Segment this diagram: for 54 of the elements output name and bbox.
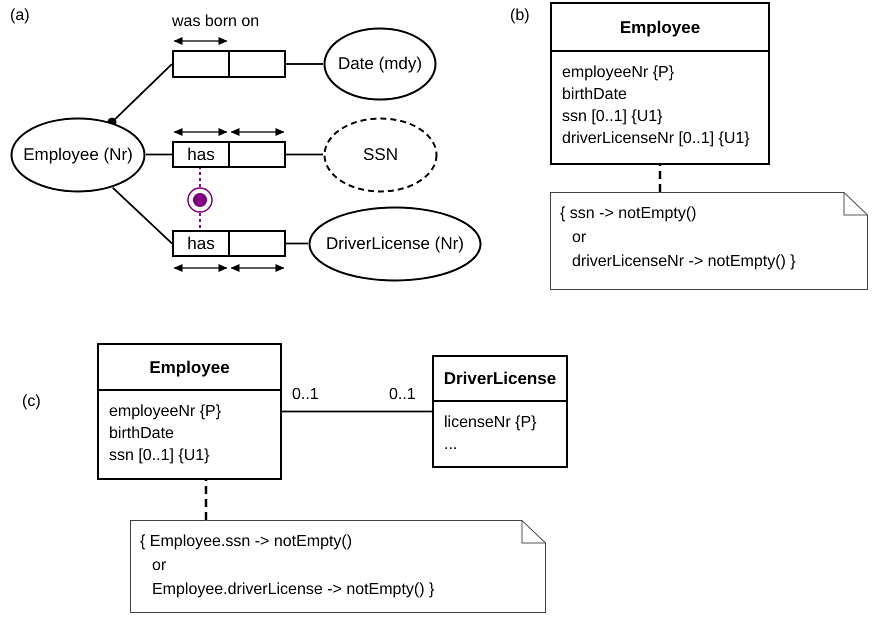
attribute-text: ssn [0..1] {U1} <box>562 107 664 127</box>
node-label: SSN <box>362 144 399 166</box>
connector-line <box>658 165 662 192</box>
constraint-text: { Employee.ssn -> notEmpty() <box>140 532 354 552</box>
note-box <box>130 520 546 613</box>
class-name: DriverLicense <box>444 370 556 387</box>
connector-line <box>204 480 208 520</box>
attribute-text: employeeNr {P} <box>109 402 222 422</box>
role-text: has <box>187 235 215 252</box>
node-label: Date (mdy) <box>336 53 424 75</box>
attribute-text: driverLicenseNr [0..1] {U1} <box>562 129 751 149</box>
connector-line <box>112 187 173 244</box>
connector-line <box>286 63 323 65</box>
connector-line <box>282 410 432 412</box>
attribute-text: ssn [0..1] {U1} <box>109 446 211 466</box>
connector-line <box>286 242 308 244</box>
class-box <box>550 2 770 165</box>
fact-type-box <box>172 141 286 168</box>
constraint-text: { ssn -> notEmpty() <box>560 204 698 224</box>
class-box <box>97 343 282 480</box>
connector-line <box>286 154 323 156</box>
fact-type-box <box>172 50 286 78</box>
value-type-ellipse <box>323 27 437 101</box>
connector-line <box>199 168 201 187</box>
constraint-text: driverLicenseNr -> notEmpty() } <box>571 252 797 272</box>
connector-line <box>199 213 201 230</box>
constraint-circle <box>187 187 213 213</box>
constraint-text: Employee.driverLicense -> notEmpty() } <box>151 580 436 600</box>
attribute-text: ... <box>444 435 458 455</box>
attribute-text: employeeNr {P} <box>562 63 676 83</box>
predicate-reading: was born on <box>172 12 260 32</box>
panel-label: (c) <box>22 392 41 412</box>
fact-type-box <box>172 230 286 257</box>
connector-line <box>108 63 173 127</box>
entity-type-ellipse <box>10 117 146 193</box>
multiplicity-label: 0..1 <box>292 385 319 405</box>
class-box <box>432 355 568 468</box>
node-label: Employee (Nr) <box>22 144 134 166</box>
constraint-text: or <box>151 556 168 576</box>
class-name: Employee <box>149 358 230 376</box>
panel-label: (a) <box>10 6 30 26</box>
role-text: has <box>187 146 215 163</box>
entity-type-ellipse <box>308 206 482 282</box>
attribute-text: birthDate <box>109 424 175 444</box>
connector-line <box>146 154 172 156</box>
node-label: DriverLicense (Nr) <box>325 233 465 255</box>
attribute-text: licenseNr {P} <box>444 413 538 433</box>
class-name: Employee <box>620 18 700 36</box>
panel-label: (b) <box>510 6 530 26</box>
value-type-ellipse <box>323 117 438 193</box>
attribute-text: birthDate <box>562 85 628 105</box>
multiplicity-label: 0..1 <box>389 385 416 405</box>
note-box <box>550 192 868 290</box>
constraint-text: or <box>571 228 588 248</box>
